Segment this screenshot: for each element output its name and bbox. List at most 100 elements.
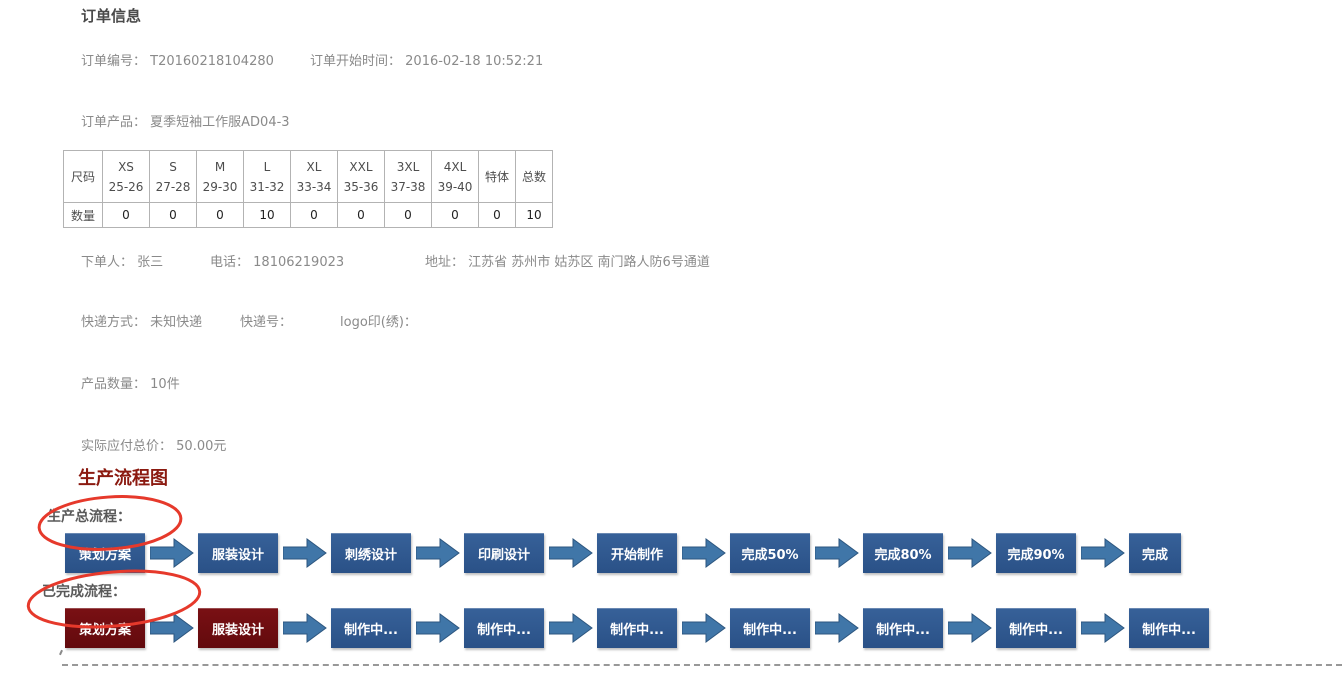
- size-range: 27-28: [155, 179, 191, 194]
- order-product-label: 订单产品：: [81, 115, 147, 130]
- flow-arrow-icon: [544, 611, 597, 645]
- flow-arrow-icon: [145, 611, 198, 645]
- qty-cell: 0: [478, 202, 516, 228]
- delivery-number: 快递号：: [240, 311, 292, 330]
- flow-step: 制作中...: [464, 608, 544, 648]
- flow-step: 服装设计: [198, 533, 278, 573]
- size-range: 25-26: [108, 179, 144, 194]
- delivery-method-label: 快递方式：: [81, 315, 147, 330]
- size-range: 33-34: [296, 179, 332, 194]
- page-title: 订单信息: [81, 7, 142, 25]
- order-start-time-value: 2016-02-18 10:52:21: [405, 54, 544, 69]
- flow-step: 刺绣设计: [331, 533, 411, 573]
- size-name: XL: [306, 159, 322, 174]
- size-range: 31-32: [249, 179, 285, 194]
- size-col-header: XL 33-34: [290, 150, 338, 203]
- flow-arrow-icon: [1076, 611, 1129, 645]
- flow-arrow-icon: [145, 536, 198, 570]
- size-name: M: [214, 159, 226, 174]
- flow-step-done: 服装设计: [198, 608, 278, 648]
- size-name: 4XL: [443, 159, 467, 174]
- delivery-method: 快递方式： 未知快递: [81, 311, 202, 330]
- flow-step: 制作中...: [1129, 608, 1209, 648]
- qty-cell: 0: [290, 202, 338, 228]
- order-product-line: 订单产品： 夏季短袖工作服AD04-3: [81, 111, 290, 130]
- order-number: 订单编号： T20160218104280: [81, 50, 274, 69]
- buyer-phone: 电话： 18106219023: [210, 251, 344, 270]
- size-col-header: 特体: [478, 150, 516, 203]
- size-col-header: S 27-28: [149, 150, 197, 203]
- flow-step: 完成80%: [863, 533, 943, 573]
- flow-step: 策划方案: [65, 533, 145, 573]
- stray-mark: [59, 649, 63, 656]
- buyer-name-label: 下单人：: [81, 255, 134, 270]
- total-price-value: 50.00元: [176, 439, 227, 454]
- size-name: L: [263, 159, 271, 174]
- qty-cell: 10: [515, 202, 553, 228]
- flow-step: 制作中...: [331, 608, 411, 648]
- flow-arrow-icon: [278, 536, 331, 570]
- buyer-name-value: 张三: [137, 255, 164, 270]
- completed-flow-label: 已完成流程：: [42, 584, 126, 600]
- flow-arrow-icon: [278, 611, 331, 645]
- order-number-value: T20160218104280: [150, 54, 274, 69]
- qty-row-header: 数量: [63, 202, 103, 228]
- flow-step: 完成50%: [730, 533, 810, 573]
- flow-step: 印刷设计: [464, 533, 544, 573]
- flow-arrow-icon: [677, 536, 730, 570]
- flow-step: 开始制作: [597, 533, 677, 573]
- overall-flow-row: 策划方案 服装设计 刺绣设计 印刷设计 开始制作 完成50% 完成80% 完成9…: [65, 533, 1181, 573]
- logo-print: logo印(绣)：: [340, 311, 417, 330]
- flow-step: 完成: [1129, 533, 1181, 573]
- buyer-phone-label: 电话：: [210, 255, 250, 270]
- flow-section-title: 生产流程图: [78, 468, 168, 489]
- delivery-method-value: 未知快递: [150, 315, 203, 330]
- size-name: 3XL: [396, 159, 420, 174]
- flow-arrow-icon: [411, 536, 464, 570]
- flow-step: 制作中...: [863, 608, 943, 648]
- delivery-number-label: 快递号：: [240, 315, 293, 330]
- flow-arrow-icon: [1076, 536, 1129, 570]
- order-start-time-label: 订单开始时间：: [310, 54, 402, 69]
- flow-arrow-icon: [411, 611, 464, 645]
- flow-arrow-icon: [810, 536, 863, 570]
- size-range: 35-36: [343, 179, 379, 194]
- qty-cell: 0: [337, 202, 385, 228]
- logo-print-label: logo印(绣)：: [340, 315, 417, 330]
- qty-cell: 10: [243, 202, 291, 228]
- qty-cell: 0: [102, 202, 150, 228]
- qty-cell: 0: [149, 202, 197, 228]
- flow-arrow-icon: [943, 611, 996, 645]
- buyer-address: 地址： 江苏省 苏州市 姑苏区 南门路人防6号通道: [425, 251, 710, 270]
- overall-flow-label: 生产总流程：: [47, 509, 131, 525]
- flow-step: 完成90%: [996, 533, 1076, 573]
- buyer-phone-value: 18106219023: [253, 255, 345, 270]
- size-col-header: 总数: [515, 150, 553, 203]
- flow-arrow-icon: [943, 536, 996, 570]
- order-product-value: 夏季短袖工作服AD04-3: [150, 115, 290, 130]
- order-number-label: 订单编号：: [81, 54, 147, 69]
- size-name: S: [169, 159, 177, 174]
- order-start-time: 订单开始时间： 2016-02-18 10:52:21: [310, 50, 543, 69]
- completed-flow-row: 策划方案 服装设计 制作中... 制作中... 制作中... 制作中... 制作…: [65, 608, 1209, 648]
- qty-cell: 0: [431, 202, 479, 228]
- total-price-label: 实际应付总价：: [81, 439, 173, 454]
- qty-cell: 0: [384, 202, 432, 228]
- size-row-header: 尺码: [63, 150, 103, 203]
- flow-arrow-icon: [810, 611, 863, 645]
- size-range: 39-40: [437, 179, 473, 194]
- product-quantity-line: 产品数量： 10件: [81, 373, 180, 392]
- size-name: XXL: [349, 159, 373, 174]
- size-col-header: L 31-32: [243, 150, 291, 203]
- size-col-header: 4XL 39-40: [431, 150, 479, 203]
- total-price-line: 实际应付总价： 50.00元: [81, 435, 226, 454]
- flow-arrow-icon: [677, 611, 730, 645]
- product-quantity-value: 10件: [150, 377, 180, 392]
- table-row: 数量 0 0 0 10 0 0 0 0 0 10: [63, 202, 553, 228]
- flow-step: 制作中...: [597, 608, 677, 648]
- qty-cell: 0: [196, 202, 244, 228]
